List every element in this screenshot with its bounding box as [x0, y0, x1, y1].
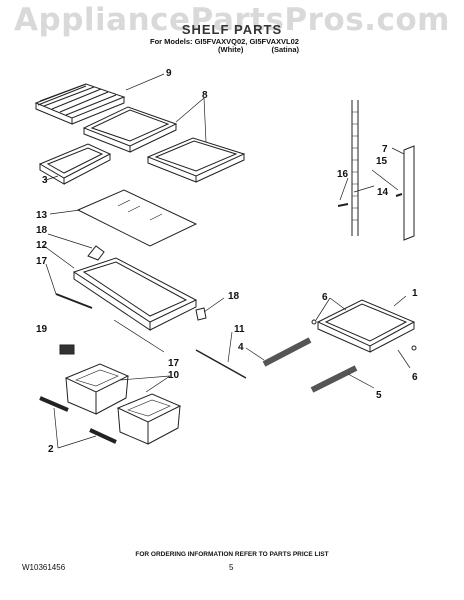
- shelf-frame: [38, 143, 112, 185]
- model-variants: (White) (Satina): [218, 45, 325, 54]
- hardware-dot: [311, 319, 317, 325]
- callout-4: 4: [238, 342, 244, 353]
- callout-19: 19: [36, 324, 48, 335]
- ordering-info-note: FOR ORDERING INFORMATION REFER TO PARTS …: [135, 551, 329, 558]
- slide-lower: [89, 428, 117, 444]
- watermark-text: AppliancePartsPros.com: [14, 2, 450, 38]
- screw-right: [395, 193, 403, 197]
- page-number: 5: [229, 563, 234, 572]
- long-rod: [195, 349, 247, 379]
- callout-2: 2: [48, 444, 54, 455]
- crisper-drawer-lower: [116, 393, 182, 445]
- callout-11: 11: [234, 324, 245, 335]
- wire-rack-shelf: [34, 83, 126, 125]
- bracket-4: [262, 337, 312, 367]
- callout-14: 14: [377, 187, 389, 198]
- variant-white: (White): [218, 45, 244, 54]
- vertical-ladder-rail: [351, 100, 359, 236]
- models-line: For Models: GI5FVAXVQ02, GI5FVAXVL02: [150, 37, 299, 46]
- vertical-trim-rail: [403, 145, 415, 241]
- hardware-dot: [411, 345, 417, 351]
- callout-13: 13: [36, 210, 48, 221]
- slide-upper: [39, 396, 69, 412]
- page-title: SHELF PARTS: [181, 22, 283, 37]
- leader-lines: [43, 73, 411, 449]
- variant-satina: (Satina): [271, 45, 300, 54]
- upper-shelf-left: [82, 106, 178, 153]
- callout-5: 5: [376, 390, 382, 401]
- clip-part: [59, 344, 75, 355]
- callout-1: 1: [412, 288, 418, 299]
- side-rail: [55, 293, 93, 309]
- callout-6-upper: 6: [322, 292, 328, 303]
- callout-9: 9: [166, 68, 172, 79]
- callout-17-upper: 17: [36, 256, 48, 267]
- callout-16: 16: [337, 169, 349, 180]
- glass-panel: [76, 189, 198, 247]
- callout-8: 8: [202, 90, 208, 101]
- callout-18-lower: 18: [228, 291, 240, 302]
- document-number: W10361456: [22, 563, 66, 572]
- callout-10: 10: [168, 370, 180, 381]
- callout-7: 7: [382, 144, 388, 155]
- callout-15: 15: [376, 156, 388, 167]
- crisper-cover-frame: [72, 245, 207, 331]
- callout-6-lower: 6: [412, 372, 418, 383]
- ladder-rungs: [352, 111, 358, 221]
- right-shelf: [316, 299, 416, 353]
- screw-left: [337, 203, 349, 207]
- callout-3: 3: [42, 175, 48, 186]
- callout-17-lower: 17: [168, 358, 180, 369]
- upper-shelf-right: [146, 137, 246, 183]
- bracket-5: [310, 365, 358, 393]
- callout-12: 12: [36, 240, 48, 251]
- crisper-drawer-upper: [64, 363, 130, 415]
- callout-18-upper: 18: [36, 225, 48, 236]
